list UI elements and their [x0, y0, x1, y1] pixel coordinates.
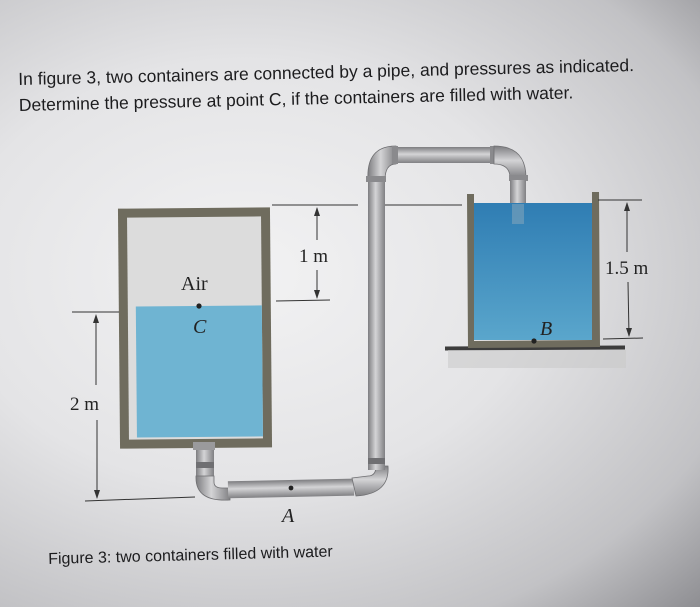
left-tank-water — [135, 305, 263, 438]
dim-1m-label: 1 m — [299, 246, 328, 267]
dimension-lines — [72, 199, 644, 502]
ground-hatch — [448, 350, 626, 368]
point-b-label: B — [540, 318, 552, 340]
right-tank-water — [474, 203, 592, 340]
point-b-marker — [531, 338, 537, 344]
point-c-label: C — [193, 316, 207, 338]
point-c-marker — [196, 303, 202, 309]
air-label: Air — [181, 273, 208, 295]
right-tank — [444, 192, 626, 368]
point-a-label: A — [280, 505, 295, 527]
left-tank — [117, 207, 273, 449]
dimension-arrowheads — [93, 202, 632, 499]
connecting-pipe — [193, 145, 528, 501]
dim-2m-label: 2 m — [70, 394, 99, 415]
dim-1-5m-label: 1.5 m — [605, 258, 649, 279]
point-a-marker — [288, 485, 294, 491]
